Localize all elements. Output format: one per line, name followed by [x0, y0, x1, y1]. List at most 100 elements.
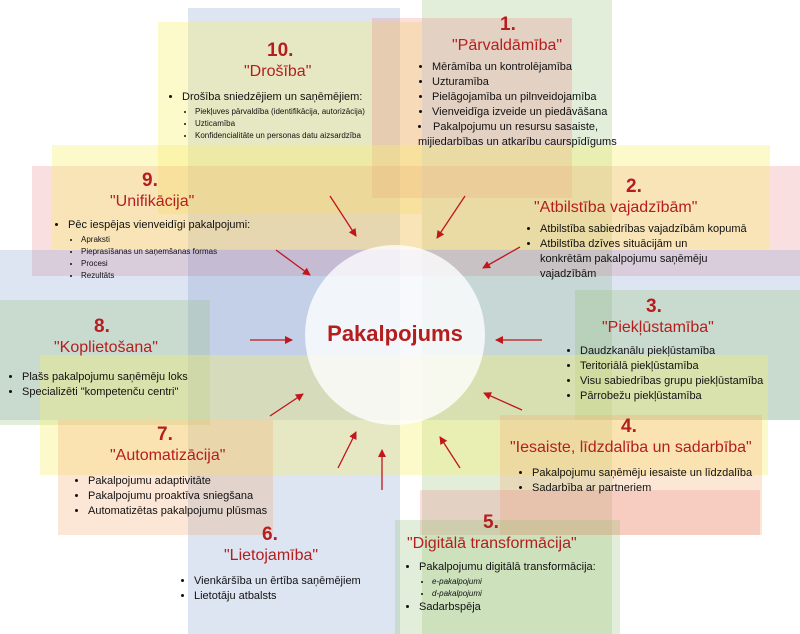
list-item-text: Pēc iespējas vienveidīgi pakalpojumi: — [68, 219, 251, 231]
arrow-2 — [482, 246, 521, 269]
sub-item: Uzticamība — [195, 118, 400, 130]
bg-panel — [158, 22, 422, 214]
list-item: Mērāmība un kontrolējamība — [432, 60, 618, 75]
sub-list: Apraksti Pieprasīšanas un saņemšanas for… — [68, 234, 270, 282]
block-title: "Iesaiste, līdzdalība un sadarbība" — [510, 439, 752, 456]
block-3-piekjustamiba: 3. "Piekļūstamība" Daudzkanālu piekļūsta… — [566, 296, 766, 404]
list-item: Specializēti "kompetenču centri" — [22, 385, 212, 400]
list-item: Drošība sniedzējiem un saņēmējiem: Piekļ… — [182, 90, 400, 142]
block-5-digitala-transformacija: 5. "Digitālā transformācija" Pakalpojumu… — [405, 512, 605, 615]
list-item: Sadarbspēja — [419, 600, 605, 615]
block-9-unifikacija: 9. "Unifikācija" Pēc iespējas vienveidīg… — [50, 170, 270, 282]
sub-item: Piekļuves pārvaldība (identifikācija, au… — [195, 106, 400, 118]
block-1-parvaldamiba: 1. "Pārvaldāmība" Mērāmība un kontrolēja… — [418, 14, 618, 150]
list-item: Pakalpojumu adaptivitāte — [88, 474, 272, 489]
list-item-text: Pakalpojumu digitālā transformācija: — [419, 561, 596, 573]
list-item: Atbilstība sabiedrības vajadzībām kopumā — [540, 222, 747, 237]
list-item: Visu sabiedrības grupu piekļūstamība — [580, 374, 766, 389]
block-6-lietojamiba: 6. "Lietojamība" Vienkāršība un ērtība s… — [180, 524, 380, 604]
list-item: Pēc iespējas vienveidīgi pakalpojumi: Ap… — [68, 218, 270, 282]
item-list: Vienkāršība un ērtība saņēmējiem Lietotā… — [180, 574, 380, 604]
sub-item-text: d-pakalpojumi — [432, 589, 482, 598]
block-number: 6. — [262, 524, 278, 545]
block-8-koplietosana: 8. "Koplietošana" Plašs pakalpojumu saņē… — [12, 316, 212, 400]
item-list: Drošība sniedzējiem un saņēmējiem: Piekļ… — [170, 90, 400, 142]
sub-item: Pieprasīšanas un saņemšanas formas — [81, 246, 270, 258]
list-item: Pakalpojumu digitālā transformācija: e-p… — [419, 560, 605, 600]
bg-panel — [395, 520, 620, 634]
block-number: 3. — [646, 296, 662, 317]
sub-item: Konfidencialitāte un personas datu aizsa… — [195, 130, 400, 142]
item-list: Pakalpojumu saņēmēju iesaiste un līdzdal… — [510, 466, 760, 496]
sub-item: Apraksti — [81, 234, 270, 246]
item-list: Plašs pakalpojumu saņēmēju loks Speciali… — [12, 370, 212, 400]
sub-item: e-pakalpojumi — [432, 576, 605, 588]
block-title: "Piekļūstamība" — [602, 319, 714, 336]
list-item: Lietotāju atbalsts — [194, 589, 380, 604]
block-number: 10. — [267, 40, 294, 61]
list-item: Pielāgojamība un pilnveidojamība — [432, 90, 618, 105]
list-item: Pakalpojumu proaktīva sniegšana — [88, 489, 272, 504]
block-title: "Lietojamība" — [224, 547, 319, 564]
list-item: Pakalpojumu saņēmēju iesaiste un līdzdal… — [532, 466, 760, 481]
block-title: "Automatizācija" — [110, 447, 226, 464]
list-item: Plašs pakalpojumu saņēmēju loks — [22, 370, 212, 385]
item-list: Pakalpojumu adaptivitāte Pakalpojumu pro… — [72, 474, 272, 519]
arrow-9 — [275, 249, 311, 276]
arrow-4b — [439, 436, 461, 469]
item-list: Pēc iespējas vienveidīgi pakalpojumi: Ap… — [50, 218, 270, 282]
center-circle — [305, 245, 485, 425]
list-item-text: Drošība sniedzējiem un saņēmējiem: — [182, 91, 363, 103]
bg-panel — [500, 415, 762, 535]
arrow-10 — [329, 195, 357, 237]
item-list: Atbilstība sabiedrības vajadzībām kopumā… — [530, 222, 747, 282]
block-title: "Digitālā transformācija" — [407, 535, 577, 552]
bg-panel — [58, 420, 273, 535]
block-title: "Atbilstība vajadzībām" — [534, 199, 698, 216]
arrow-7 — [269, 393, 304, 417]
item-list: Pakalpojumu digitālā transformācija: e-p… — [405, 560, 605, 615]
block-number: 2. — [626, 176, 642, 197]
block-title: "Unifikācija" — [110, 193, 195, 210]
list-item: Daudzkanālu piekļūstamība — [580, 344, 766, 359]
list-item: Atbilstība dzīves situācijām un konkrētā… — [540, 237, 720, 282]
block-title: "Pārvaldāmība" — [452, 37, 563, 54]
block-number: 8. — [94, 316, 110, 337]
bg-panel — [420, 490, 760, 535]
arrow-1 — [436, 195, 466, 239]
sub-list: e-pakalpojumi d-pakalpojumi — [419, 576, 605, 600]
block-number: 5. — [483, 512, 499, 533]
sub-item: d-pakalpojumi — [432, 588, 605, 600]
bg-panel — [575, 290, 800, 420]
block-number: 1. — [500, 14, 516, 35]
item-list: Daudzkanālu piekļūstamība Teritoriālā pi… — [566, 344, 766, 404]
list-item: Automatizētas pakalpojumu plūsmas — [88, 504, 272, 519]
block-2-atbilstiba: 2. "Atbilstība vajadzībām" Atbilstība sa… — [530, 176, 747, 282]
block-7-automatizacija: 7. "Automatizācija" Pakalpojumu adaptivi… — [72, 424, 272, 519]
list-item: Vienkāršība un ērtība saņēmējiem — [194, 574, 380, 589]
block-title: "Drošība" — [244, 63, 312, 80]
item-list: Mērāmība un kontrolējamība Uzturamība Pi… — [418, 60, 618, 150]
list-item: Pakalpojumu un resursu sasaiste, mijieda… — [418, 120, 618, 150]
sub-list: Piekļuves pārvaldība (identifikācija, au… — [182, 106, 400, 142]
arrow-4a — [483, 392, 523, 411]
block-number: 9. — [142, 170, 158, 191]
arrow-6 — [337, 431, 357, 469]
block-10-drosiba: 10. "Drošība" Drošība sniedzējiem un saņ… — [170, 40, 400, 142]
list-item: Vienveidīga izveide un piedāvāšana — [432, 105, 618, 120]
block-number: 4. — [621, 416, 637, 437]
list-item: Uzturamība — [432, 75, 618, 90]
sub-item: Rezultāts — [81, 270, 270, 282]
block-4-iesaiste: 4. "Iesaiste, līdzdalība un sadarbība" P… — [510, 416, 760, 496]
bg-panel — [0, 300, 210, 425]
center-label: Pakalpojums — [327, 321, 463, 346]
list-item: Pārrobežu piekļūstamība — [580, 389, 766, 404]
block-title: "Koplietošana" — [54, 339, 158, 356]
block-number: 7. — [157, 424, 173, 445]
list-item: Teritoriālā piekļūstamība — [580, 359, 766, 374]
sub-item: Procesi — [81, 258, 270, 270]
list-item: Sadarbība ar partneriem — [532, 481, 760, 496]
bg-panel — [52, 145, 770, 249]
sub-item-text: e-pakalpojumi — [432, 577, 482, 586]
